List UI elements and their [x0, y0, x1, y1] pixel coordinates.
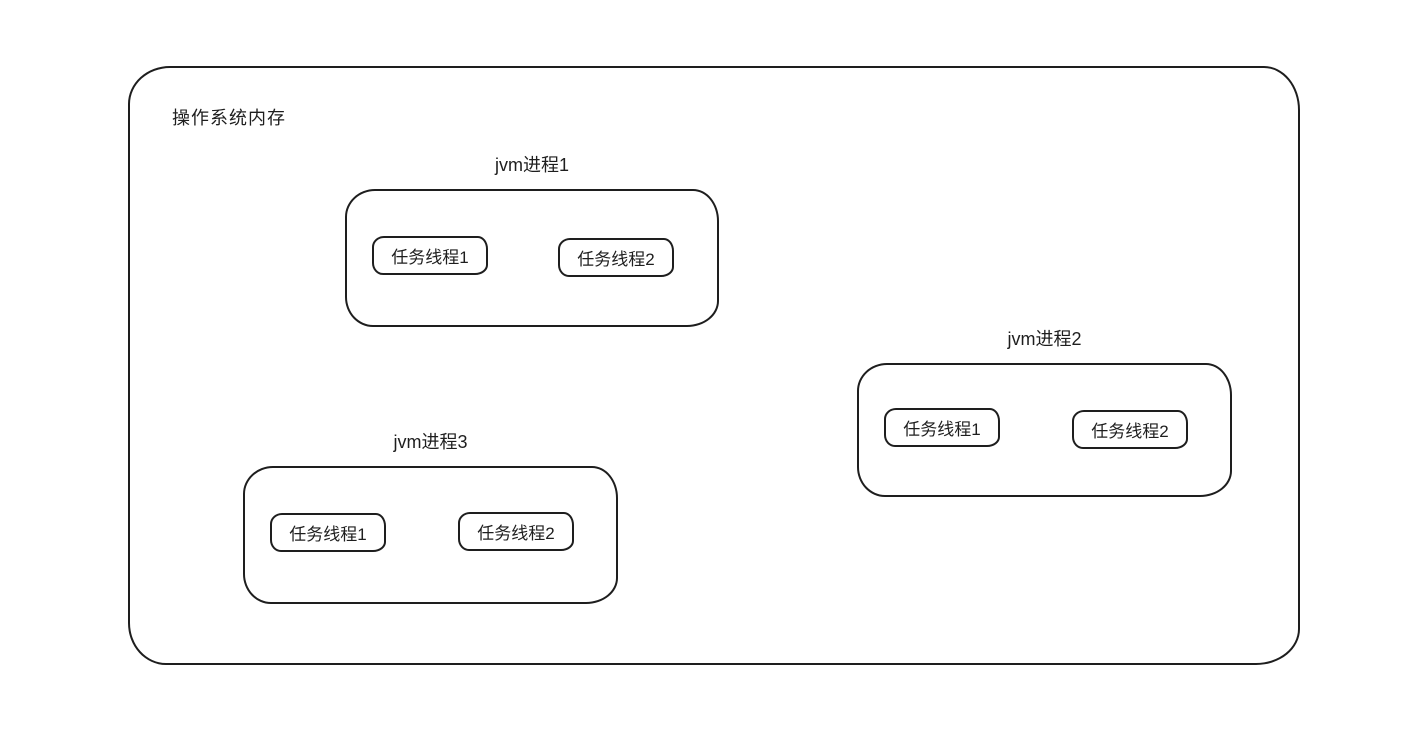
- jvm-process-1-label: jvm进程1: [494, 155, 569, 175]
- os-memory-label: 操作系统内存: [172, 108, 286, 128]
- jvm-process-2-task-thread-1-chip: 任务线程1: [884, 408, 1000, 447]
- jvm-process-2-label: jvm进程2: [1007, 329, 1082, 349]
- os-memory-container-box: 操作系统内存 jvm进程1 任务线程1 任务线程2 jvm进程2 任务线程1 任…: [128, 66, 1300, 665]
- jvm-process-3-task-thread-1-chip: 任务线程1: [270, 513, 386, 552]
- jvm-process-1-task-thread-1-chip: 任务线程1: [372, 236, 488, 275]
- jvm-process-2-task-thread-2-chip: 任务线程2: [1072, 410, 1188, 449]
- jvm-process-1-task-thread-2-chip: 任务线程2: [558, 238, 674, 277]
- jvm-process-3-label: jvm进程3: [393, 432, 468, 452]
- jvm-process-2-box: jvm进程2 任务线程1 任务线程2: [857, 329, 1232, 497]
- jvm-process-3-task-thread-2-chip: 任务线程2: [458, 512, 574, 551]
- jvm-process-1-box: jvm进程1 任务线程1 任务线程2: [345, 155, 719, 327]
- jvm-process-3-box: jvm进程3 任务线程1 任务线程2: [243, 432, 618, 604]
